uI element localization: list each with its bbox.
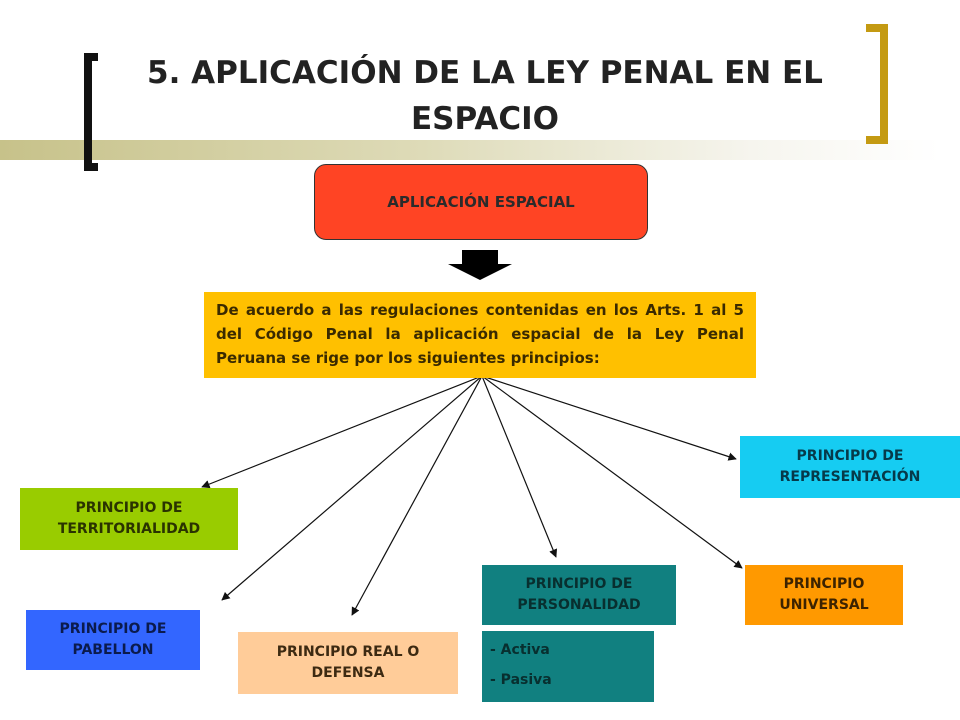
- title-underline-bar: [0, 140, 940, 160]
- down-arrow-icon: [448, 250, 512, 280]
- personalidad-types-list: - Activa - Pasiva: [482, 631, 654, 702]
- arrow-to-universal: [481, 375, 743, 569]
- principio-pabellon-box: PRINCIPIO DE PABELLON: [26, 610, 200, 670]
- slide-title: 5. APLICACIÓN DE LA LEY PENAL EN EL ESPA…: [147, 55, 823, 137]
- arrow-to-pabellon: [221, 375, 483, 601]
- arrow-to-personalidad: [481, 375, 558, 558]
- arrow-to-representacion: [481, 375, 737, 461]
- arrow-to-real: [351, 375, 483, 616]
- principio-universal-box: PRINCIPIO UNIVERSAL: [745, 565, 903, 625]
- list-item-pasiva: - Pasiva: [490, 672, 552, 688]
- principio-real-box: PRINCIPIO REAL O DEFENSA: [238, 632, 458, 694]
- principio-representacion-box: PRINCIPIO DE REPRESENTACIÓN: [740, 436, 960, 498]
- description-box: De acuerdo a las regulaciones contenidas…: [204, 292, 756, 378]
- title-right-bracket: [866, 24, 888, 144]
- arrow-to-territorialidad: [201, 375, 483, 489]
- title-left-bracket: [84, 53, 98, 171]
- principio-personalidad-box: PRINCIPIO DE PERSONALIDAD: [482, 565, 676, 625]
- aplicacion-espacial-box: APLICACIÓN ESPACIAL: [314, 164, 648, 240]
- list-item-activa: - Activa: [490, 642, 550, 658]
- principio-territorialidad-box: PRINCIPIO DE TERRITORIALIDAD: [20, 488, 238, 550]
